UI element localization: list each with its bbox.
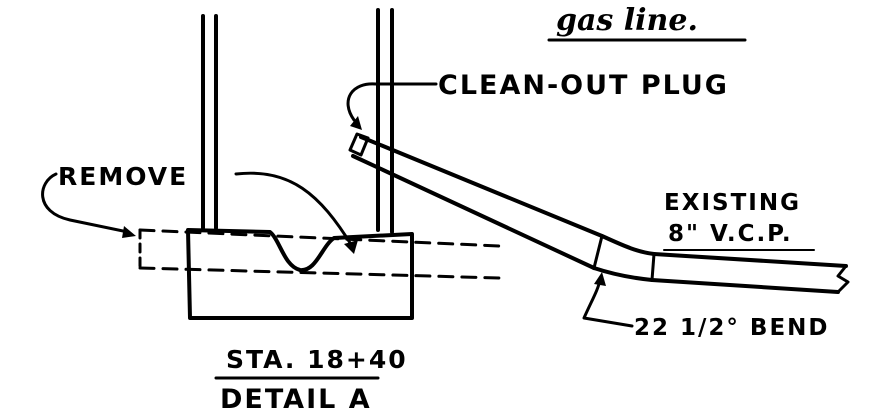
arrowhead-clean-out-plug	[350, 116, 362, 130]
pipe-bend	[592, 234, 656, 282]
detail-title: DETAIL A	[220, 384, 372, 415]
dashed-removal-lines	[138, 228, 502, 280]
arrowhead-remove-right	[344, 240, 358, 254]
station-title: STA. 18+40	[226, 345, 408, 374]
label-clean-out-plug: CLEAN-OUT PLUG	[438, 70, 729, 101]
leader-remove-right	[234, 171, 354, 248]
vertical-pipe-right	[376, 8, 394, 234]
handwritten-note: gas line.	[556, 3, 698, 38]
label-remove: REMOVE	[58, 162, 188, 191]
arrowhead-remove-left	[122, 226, 136, 238]
label-existing: EXISTING	[664, 190, 801, 216]
sloped-pipe	[348, 132, 604, 270]
pipe-break-symbol	[836, 264, 850, 294]
leader-clean-out-plug	[346, 82, 438, 122]
label-bend: 22 1/2° BEND	[634, 315, 830, 341]
leader-remove-left	[41, 172, 130, 234]
arrowhead-bend	[594, 272, 606, 286]
existing-pipe	[650, 252, 850, 294]
leader-bend	[582, 278, 634, 328]
label-pipe-spec: 8" V.C.P.	[668, 221, 793, 247]
vertical-pipe-left	[201, 14, 218, 230]
